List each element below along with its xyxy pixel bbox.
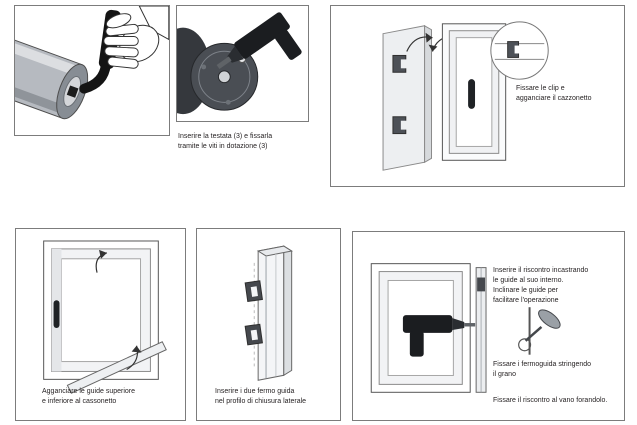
frame-guides-illustration [43, 240, 167, 394]
caption-step1: Inserire la testata (3) e fissarla trami… [178, 132, 272, 152]
caption-line: Inserire i due fermo guida [215, 388, 295, 395]
drill-headpiece-illustration [177, 12, 302, 115]
curved-arrow-icon [126, 345, 142, 370]
grub-screw-detail-illustration [518, 307, 532, 355]
roller-end-illustration [177, 27, 259, 115]
caption-step5-insert-riscontro: Inserire il riscontro incastrando le gui… [493, 266, 588, 306]
clip-icon [392, 116, 407, 135]
guide-stop-clip-icon [244, 323, 263, 346]
panel-guide-stops: Inserire i due fermo guida nel profilo d… [196, 228, 341, 421]
caption-step5-fix-riscontro: Fissare il riscontro al vano forandolo. [493, 396, 607, 406]
caption-step5-fix-fermoguida: Fissare i fermoguida stringendo il grano [493, 360, 591, 380]
hand-icon [103, 6, 169, 69]
caption-line: Fissare il riscontro al vano forandolo. [493, 397, 608, 404]
caption-line: nel profilo di chiusura laterale [215, 398, 307, 405]
panel-clips-cassonetto: Fissare le clip e agganciare il cazzonet… [330, 5, 625, 187]
caption-line: il grano [493, 371, 516, 378]
panel-crank-insertion [14, 5, 170, 136]
drill-icon [216, 12, 302, 69]
detail-circle-callout [490, 21, 549, 80]
guide-bar-illustration [66, 341, 167, 394]
drill-icon [402, 315, 476, 357]
caption-line: tramite le viti in dotazione (3) [178, 143, 268, 150]
caption-line: Inserire la testata (3) e fissarla [178, 133, 273, 140]
hand-crank-roller-illustration [15, 6, 169, 120]
caption-line: facilitare l'operazione [493, 297, 559, 304]
caption-line: Inserire il riscontro incastrando [493, 267, 589, 274]
panel-headpiece-screwing [176, 5, 309, 122]
caption-line: e inferiore al cassonetto [42, 398, 117, 405]
panel-riscontro-fixing: Inserire il riscontro incastrando le gui… [352, 231, 625, 421]
guide-stop-clip-icon [244, 280, 263, 303]
screwdriver-icon [524, 309, 561, 342]
caption-step2: Fissare le clip e agganciare il cazzonet… [516, 84, 592, 104]
riscontro-fixing-illustration [370, 263, 561, 393]
closure-profile-illustration [244, 245, 294, 381]
caption-line: Inclinare le guide per [493, 287, 558, 294]
caption-line: Fissare i fermoguida stringendo [493, 361, 592, 368]
caption-line: Agganciare le guide superiore [42, 388, 136, 395]
curved-arrow-icon [406, 32, 433, 52]
clips-cassonetto-illustration [382, 21, 549, 171]
cassonetto-illustration [441, 23, 507, 161]
window-frame-illustration [43, 240, 159, 380]
side-guide-illustration [475, 267, 487, 393]
caption-step4: Inserire i due fermo guida nel profilo d… [215, 387, 306, 407]
caption-line: Fissare le clip e [516, 85, 565, 92]
panel-hook-guides: Agganciare le guide superiore e inferior… [15, 228, 186, 421]
wall-strip-illustration [382, 24, 433, 171]
clip-icon [392, 54, 407, 73]
curved-arrow-icon [95, 249, 108, 273]
caption-line: agganciare il cazzonetto [516, 95, 592, 102]
caption-step3: Agganciare le guide superiore e inferior… [42, 387, 135, 407]
profile-body-illustration [256, 245, 294, 381]
roller-tube-illustration [15, 20, 89, 120]
caption-line: le guide al suo interno. [493, 277, 564, 284]
